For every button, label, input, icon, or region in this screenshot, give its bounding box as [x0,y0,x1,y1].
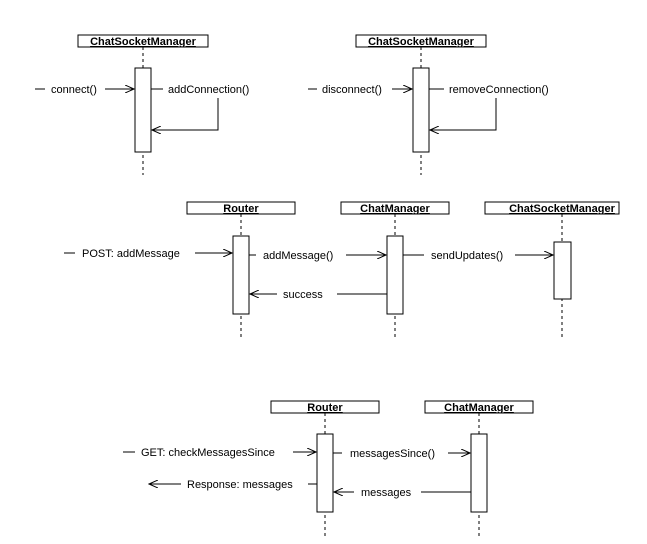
activation-bar [232,235,250,315]
message-label: addMessage() [263,250,333,262]
message-label: Response: messages [187,479,293,491]
message-label: messagesSince() [350,448,435,460]
participant-name: ChatSocketManager [509,203,615,215]
participant-name: Router [223,203,259,215]
activation-bar [470,433,488,513]
participant-chatsocketmanager: ChatSocketManager [77,34,209,48]
participant-router: Router [270,400,380,414]
diagram-check-messages-since: Router ChatManager GET: checkMessagesSin… [123,400,534,537]
participant-chatsocketmanager: ChatSocketManager [484,201,620,215]
activation-bar [553,241,572,300]
message-label: GET: checkMessagesSince [141,447,275,459]
message-label: connect() [51,84,97,96]
diagram-add-message: Router ChatManager ChatSocketManager POS… [64,201,620,340]
participant-name: ChatManager [360,203,430,215]
message-label: disconnect() [322,84,382,96]
activation-bar [412,67,430,153]
diagram-connect: ChatSocketManager connect() addConnectio… [35,34,249,175]
participant-name: Router [307,402,343,414]
participant-name: ChatManager [444,402,514,414]
activation-bar [316,433,334,513]
message-label: removeConnection() [449,84,549,96]
participant-chatsocketmanager: ChatSocketManager [355,34,487,48]
activation-bar [386,235,404,315]
participant-chatmanager: ChatManager [340,201,450,215]
message-label: sendUpdates() [431,250,503,262]
participant-name: ChatSocketManager [368,36,474,48]
message-label: addConnection() [168,84,249,96]
participant-box [484,201,620,215]
diagram-disconnect: ChatSocketManager disconnect() removeCon… [308,34,549,175]
self-call-arrow [152,98,219,130]
self-call-arrow [430,98,497,130]
participant-router: Router [186,201,296,215]
message-label: POST: addMessage [82,248,180,260]
message-label: success [283,289,323,301]
activation-bar [134,67,152,153]
participant-name: ChatSocketManager [90,36,196,48]
participant-chatmanager: ChatManager [424,400,534,414]
message-label: messages [361,487,412,499]
